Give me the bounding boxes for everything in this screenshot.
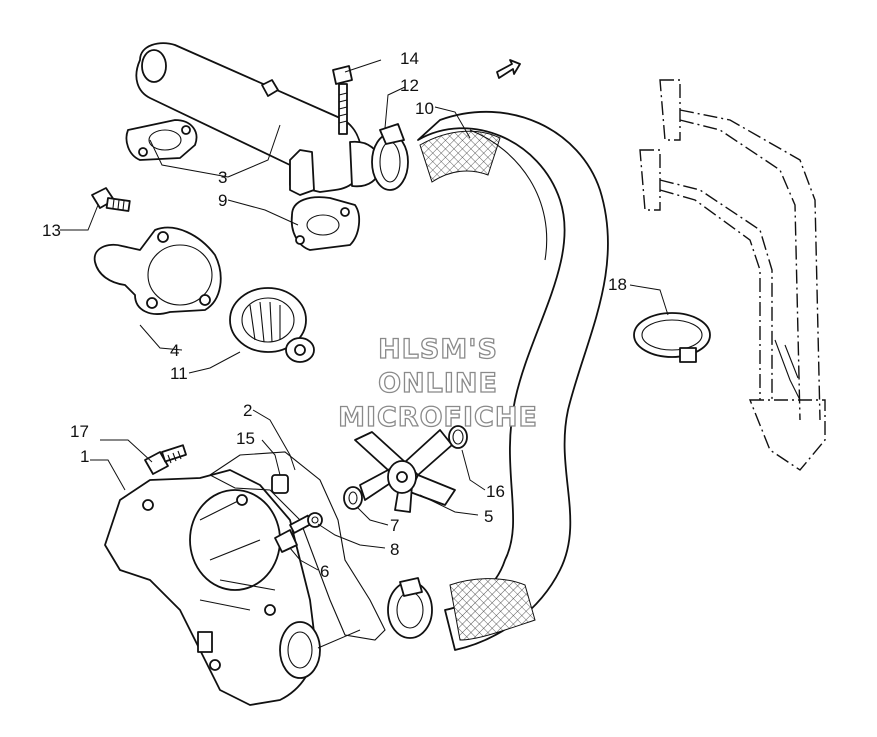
- leader-lines: [60, 59, 669, 649]
- label-10: 10: [415, 99, 434, 118]
- coolant-hose: [417, 111, 609, 651]
- watermark: HLSM'S ONLINE MICROFICHE: [337, 333, 538, 433]
- water-pump-housing: [104, 469, 321, 706]
- label-15: 15: [236, 429, 255, 448]
- label-9: 9: [218, 191, 227, 210]
- label-12: 12: [400, 76, 419, 95]
- seal: [343, 486, 363, 510]
- label-6: 6: [320, 562, 329, 581]
- hose-clamp-12: [371, 123, 409, 191]
- label-13: 13: [42, 221, 61, 240]
- label-3: 3: [218, 168, 227, 187]
- washer-8: [307, 512, 323, 528]
- gasket: [208, 451, 386, 641]
- label-4: 4: [170, 341, 179, 360]
- bolt-6: [274, 514, 313, 553]
- clamp-18: [633, 312, 711, 363]
- label-18: 18: [608, 275, 627, 294]
- watermark-line-3: MICROFICHE: [338, 402, 538, 433]
- label-2: 2: [243, 401, 252, 420]
- reference-hose-assembly: [639, 79, 826, 471]
- thermostat-housing: [93, 226, 222, 315]
- watermark-line-2: ONLINE: [378, 368, 498, 399]
- thermostat: [229, 287, 315, 363]
- label-16: 16: [486, 482, 505, 501]
- label-7: 7: [390, 516, 399, 535]
- label-5: 5: [484, 507, 493, 526]
- label-8: 8: [390, 540, 399, 559]
- snap-ring: [448, 425, 468, 449]
- lower-hose-clamp: [387, 577, 433, 639]
- label-1: 1: [80, 447, 89, 466]
- part-labels: 14 12 10 3 9 13 4 11 2 15 17 1 16 5 7 8 …: [42, 49, 627, 581]
- label-11: 11: [170, 364, 188, 383]
- front-direction-arrow-icon: [496, 59, 521, 79]
- impeller: [354, 429, 456, 513]
- label-14: 14: [400, 49, 419, 68]
- dowel-pin: [271, 474, 289, 494]
- label-17: 17: [70, 422, 89, 441]
- bolt-17: [144, 444, 187, 475]
- bolt-14: [332, 65, 353, 135]
- bolt-13: [91, 187, 131, 212]
- watermark-line-1: HLSM'S: [378, 334, 498, 365]
